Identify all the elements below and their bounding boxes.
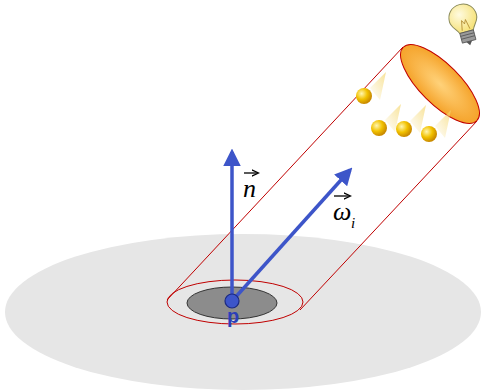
incident-vector <box>233 170 350 300</box>
vector-label: n <box>243 176 256 202</box>
photons <box>356 72 451 142</box>
beam-source-disc <box>389 33 482 135</box>
beam-wall <box>167 47 403 300</box>
light-bulb-icon <box>446 1 482 49</box>
ground-surface <box>5 234 481 390</box>
vector-accent <box>334 195 350 196</box>
subscript-label: i <box>351 216 355 231</box>
beam-wall <box>300 121 477 310</box>
vector-accent <box>244 172 258 173</box>
vector-label: ω <box>333 199 351 225</box>
normal-vector <box>230 152 234 300</box>
point-label: p <box>227 306 239 326</box>
